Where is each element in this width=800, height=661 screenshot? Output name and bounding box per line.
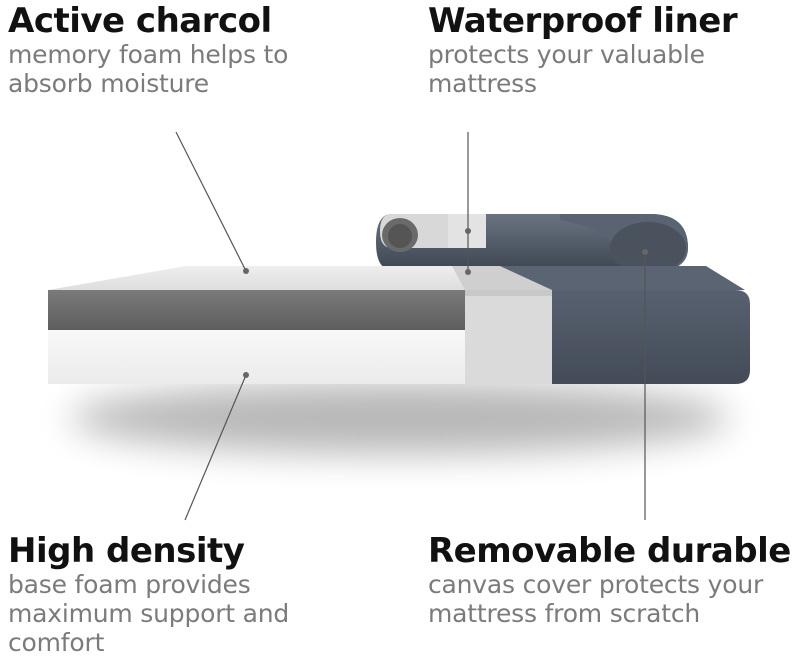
leader-dots xyxy=(243,228,648,378)
mattress-shadow xyxy=(70,382,730,454)
callout-line: absorb moisture xyxy=(8,69,209,98)
callout-line: comfort xyxy=(8,628,105,657)
callout-line: memory foam helps to xyxy=(8,40,289,69)
callout-line: mattress xyxy=(428,69,537,98)
callout-title: Active charcol xyxy=(8,1,272,41)
callout-line: protects your valuable xyxy=(428,40,705,69)
cover-top-surface xyxy=(500,266,745,290)
base-foam-layer xyxy=(48,330,465,384)
rolled-cover xyxy=(376,214,688,274)
callout-description: canvas cover protects your mattress from… xyxy=(428,570,791,628)
callout-title: Waterproof liner xyxy=(428,1,738,41)
callout-high-density: High density base foam provides maximum … xyxy=(8,532,289,657)
liner-top-surface xyxy=(452,266,552,290)
callout-description: base foam provides maximum support and c… xyxy=(8,570,289,657)
callout-title: Removable durable xyxy=(428,531,791,571)
callout-description: protects your valuable mattress xyxy=(428,40,737,98)
callout-line: base foam provides xyxy=(8,570,251,599)
cover-layer xyxy=(552,290,750,384)
callout-line: mattress from scratch xyxy=(428,599,701,628)
leader-lines xyxy=(175,131,646,521)
callout-description: memory foam helps to absorb moisture xyxy=(8,40,288,98)
charcoal-foam-layer xyxy=(48,290,465,330)
mattress-top-surface xyxy=(48,266,552,290)
callout-title: High density xyxy=(8,531,245,571)
callout-removable-cover: Removable durable canvas cover protects … xyxy=(428,532,791,628)
waterproof-liner-layer xyxy=(465,290,552,384)
callout-active-charcoal: Active charcol memory foam helps to abso… xyxy=(8,2,288,98)
callout-line: canvas cover protects your xyxy=(428,570,764,599)
callout-line: maximum support and xyxy=(8,599,290,628)
callout-waterproof-liner: Waterproof liner protects your valuable … xyxy=(428,1,738,98)
